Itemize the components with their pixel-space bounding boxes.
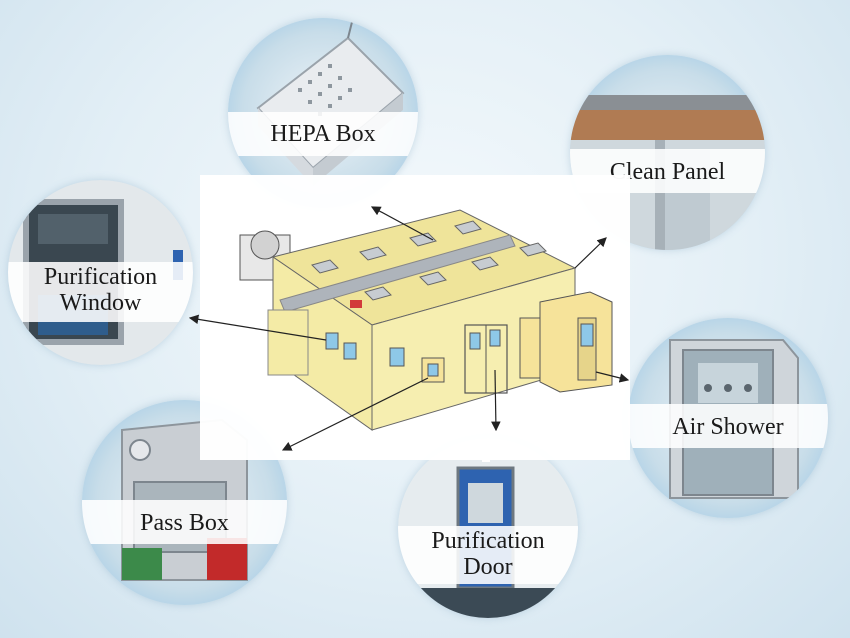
arrow-purification-window — [188, 314, 327, 341]
air-shower-bubble: Air Shower — [628, 318, 828, 518]
hepa-box-bubble: HEPA Box — [228, 18, 418, 208]
arrow-clean-panel — [574, 237, 607, 269]
air-shower-label: Air Shower — [672, 414, 784, 440]
pass-box-label: Pass Box — [140, 510, 229, 536]
room-windows — [325, 329, 501, 367]
arrow-hepa-box — [370, 206, 434, 241]
pass-box-bubble: Pass Box — [82, 400, 287, 605]
air-shower-unit — [519, 291, 613, 393]
air-ducts — [267, 234, 516, 376]
arrow-pass-box — [281, 377, 429, 451]
arrow-purification-door — [491, 369, 501, 432]
arrow-air-shower — [595, 371, 630, 383]
roof-hepa-boxes — [311, 220, 547, 301]
hepa-box-label: HEPA Box — [270, 121, 376, 147]
purification-door-bubble: Purification Door — [398, 438, 578, 618]
callout-arrows — [188, 206, 630, 451]
purification-door-label: Purification Door — [431, 528, 545, 580]
purification-window-bubble: Purification Window — [8, 180, 193, 365]
wall-pass-box-window — [427, 363, 439, 377]
purification-window-label: Purification Window — [43, 264, 158, 316]
alarm-unit — [350, 300, 362, 308]
